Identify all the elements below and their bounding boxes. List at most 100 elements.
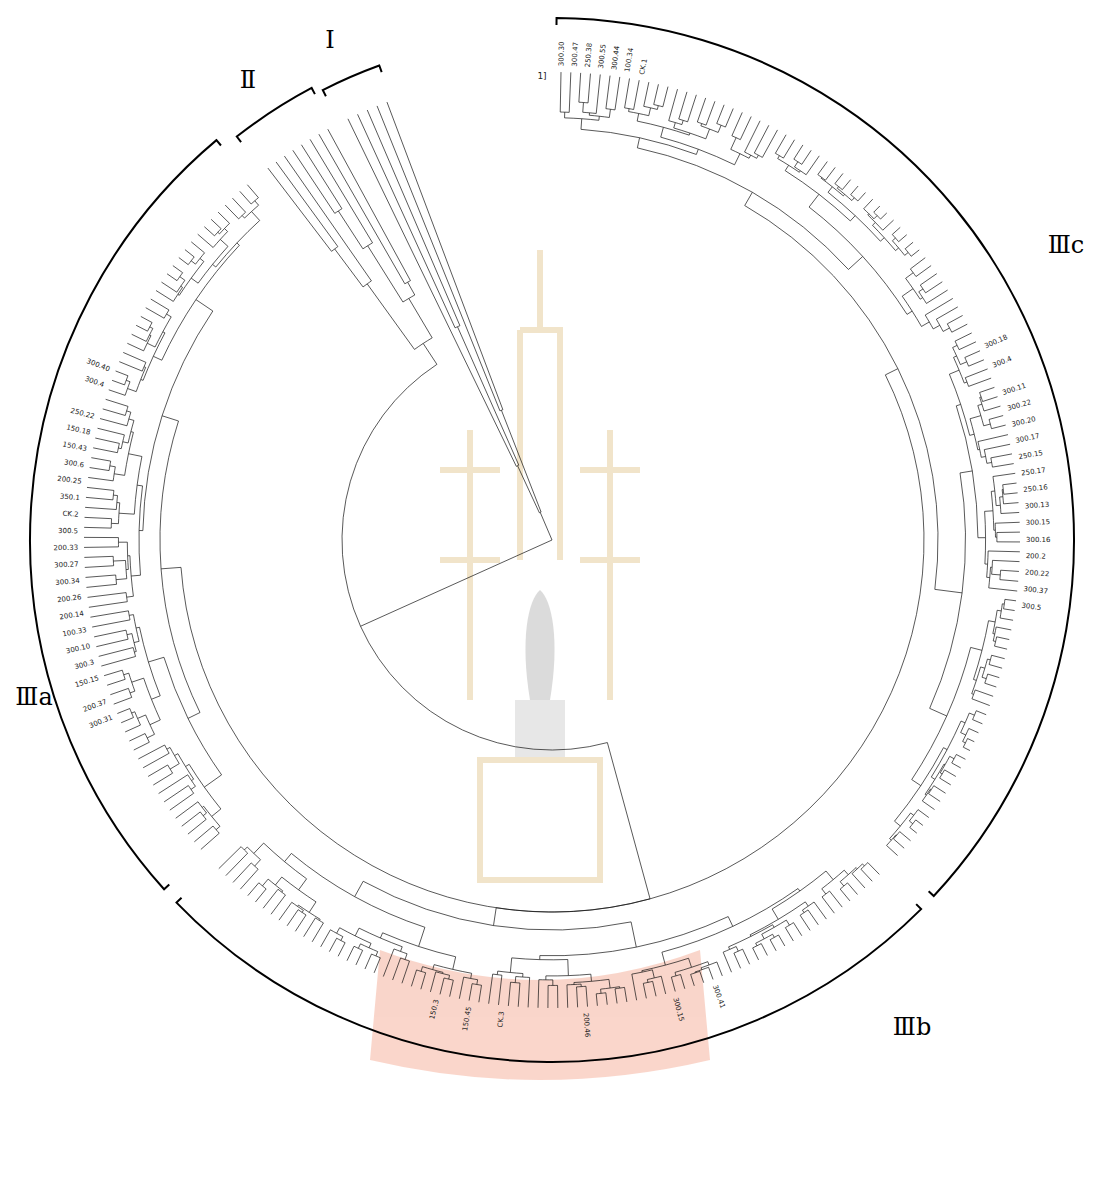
tree-branch (756, 939, 764, 946)
tree-branch (127, 576, 134, 597)
tree-branch (119, 485, 137, 514)
tree-branch (778, 902, 808, 919)
tree-branch (625, 78, 630, 108)
tree-branch (185, 250, 194, 261)
tree-branch (982, 621, 995, 651)
tree-branch (851, 186, 858, 198)
tree-branch (493, 922, 636, 947)
tree-branch (95, 438, 119, 448)
tree-branch (991, 491, 995, 511)
tree-branch (287, 910, 302, 926)
tree-branch (629, 80, 639, 109)
tree-branch (923, 290, 948, 303)
tree-branch (995, 627, 1012, 634)
leaf-label: 200.46 (582, 1013, 591, 1038)
tree-branch (134, 643, 136, 652)
tree-branch (729, 936, 751, 949)
tree-branch (565, 72, 571, 112)
tree-branch (128, 454, 141, 485)
tree-branch (469, 984, 477, 1001)
tree-branch (978, 404, 982, 415)
tree-branch (104, 670, 124, 676)
tree-branch (167, 274, 180, 281)
leaf-label: 300.37 (1023, 586, 1048, 596)
tree-branch (855, 216, 884, 242)
tree-branch (857, 864, 864, 869)
tree-branch (750, 919, 778, 936)
clade-bracket (237, 88, 315, 142)
tree-branch (1000, 611, 1013, 620)
tree-branch (497, 971, 510, 975)
tree-branch (908, 250, 919, 256)
tree-branch (237, 212, 260, 243)
tree-branch (160, 416, 179, 569)
tree-branch (995, 641, 1008, 649)
tree-branch (980, 387, 995, 397)
tree-branch (590, 75, 601, 114)
tree-branch (170, 789, 194, 810)
tree-branch (953, 345, 957, 356)
tree-branch (961, 723, 966, 735)
tree-branch (637, 138, 752, 193)
tree-branch (691, 973, 696, 986)
tree-branch (757, 944, 767, 956)
tree-branch (779, 140, 794, 158)
tree-branch (156, 291, 178, 302)
tree-branch (732, 112, 742, 137)
clade-label: Ⅲa (15, 685, 52, 709)
tree-branch (430, 972, 442, 992)
tree-branch (112, 380, 126, 385)
tree-branch (263, 889, 282, 908)
tree-branch (497, 975, 502, 1005)
tree-branch (440, 978, 449, 994)
tree-branch (377, 106, 501, 411)
tree-branch (986, 456, 992, 463)
tree-branch (942, 770, 956, 777)
leaf-label: 200.33 (54, 545, 79, 552)
tree-branch (211, 219, 221, 232)
tree-branch (365, 954, 376, 969)
tree-branch (226, 850, 248, 876)
tree-branch (188, 816, 206, 834)
tree-branch (753, 946, 759, 960)
watermark-logo (370, 250, 710, 1080)
tree-branch (548, 985, 553, 1008)
tree-branch (1003, 483, 1017, 489)
tree-branch (701, 124, 710, 130)
tree-branch (997, 532, 1020, 537)
tree-branch (794, 145, 803, 162)
tree-branch (992, 560, 1019, 567)
tree-branch (754, 125, 769, 155)
clade-bracket (30, 140, 221, 889)
tree-branch (978, 435, 1008, 450)
tree-branch (902, 289, 913, 311)
tree-branch (822, 894, 834, 913)
tree-branch (147, 725, 154, 738)
tree-branch (114, 693, 132, 704)
tree-branch (1004, 599, 1016, 604)
tree-branch (148, 765, 170, 776)
tree-branch (632, 972, 642, 1000)
tree-branch (126, 380, 130, 388)
tree-branch (840, 886, 850, 901)
tree-branch (990, 424, 1005, 429)
leaf-label: CK.1 (639, 58, 649, 75)
tree-branch (1004, 604, 1015, 610)
tree-branch (175, 754, 186, 767)
tree-branch (134, 738, 150, 750)
tree-branch (186, 767, 194, 781)
tree-branch (449, 979, 454, 997)
tree-branch (515, 977, 522, 983)
tree-branch (304, 918, 320, 937)
tree-branch (328, 129, 411, 282)
tree-branch (912, 311, 929, 326)
tree-branch (752, 192, 862, 269)
tree-branch (959, 370, 967, 383)
tree-branch (800, 871, 833, 891)
tree-branch (540, 512, 552, 540)
tree-branch (835, 173, 843, 186)
tree-branch (963, 743, 970, 751)
tree-branch (610, 987, 620, 988)
tree-branch (992, 567, 1001, 575)
tree-branch (136, 325, 150, 331)
